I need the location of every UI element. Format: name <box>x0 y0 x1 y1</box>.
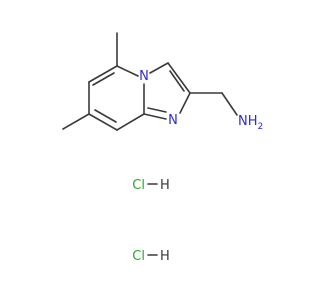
bond-c5-c6 <box>88 65 118 83</box>
amine-subscript: 2 <box>258 122 264 132</box>
bond-c8a-n1-inner <box>147 107 167 113</box>
bonds <box>62 32 238 256</box>
bond-c7-methyl <box>62 113 90 130</box>
salt-2-cl: Cl <box>132 249 145 264</box>
bond-c3-c2-inner <box>169 70 185 92</box>
salt-hcl-2: Cl H <box>132 249 169 264</box>
bond-c8-c8a <box>116 113 145 131</box>
bond-c7-c8-inner <box>94 109 117 123</box>
atom-labels: N N NH2 <box>139 69 263 132</box>
bond-c5-n4 <box>116 65 139 77</box>
salt-2-h: H <box>160 249 170 264</box>
bond-c8a-n1 <box>143 113 167 120</box>
molecule-drawing: N N NH2 Cl H Cl H <box>62 32 263 264</box>
amine-nh: NH <box>238 114 258 129</box>
bond-c2-n1 <box>179 92 191 114</box>
bond-c7-c8 <box>88 113 118 131</box>
ring-nitrogen-label: N <box>139 69 149 84</box>
bond-c3-c2 <box>167 62 191 94</box>
imine-nitrogen-label: N <box>168 113 178 128</box>
amine-label: NH2 <box>238 114 263 132</box>
bond-ch2-nh2 <box>221 92 238 116</box>
salt-1-h: H <box>160 178 170 193</box>
structure-canvas: N N NH2 Cl H Cl H <box>62 32 263 264</box>
bond-c5-c6-inner <box>92 72 115 86</box>
bond-n4-c3 <box>149 62 169 74</box>
salt-1-cl: Cl <box>132 178 145 193</box>
salt-hcl-1: Cl H <box>132 178 169 193</box>
